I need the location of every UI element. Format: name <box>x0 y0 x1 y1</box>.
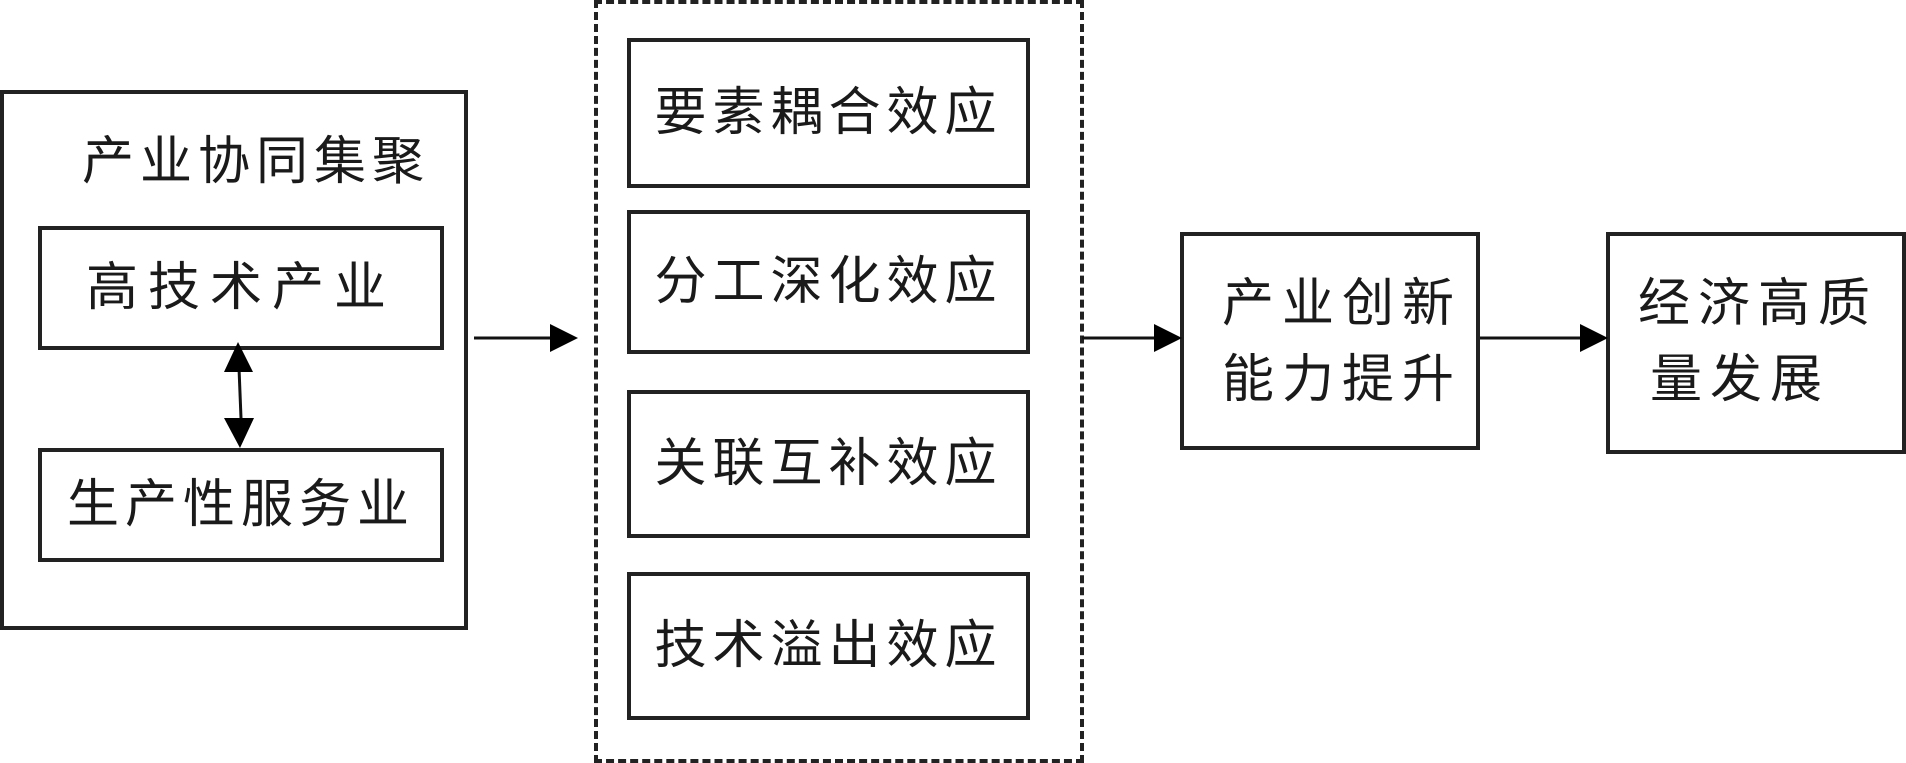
high-tech-industry-label: 高技术产业 <box>85 258 396 318</box>
bidirectional-arrow-line <box>237 367 243 419</box>
innovation-line-2: 能力提升 <box>1222 350 1463 410</box>
outcome-box: 经济高质 量发展 <box>1606 232 1906 454</box>
outcome-label: 经济高质 量发展 <box>1638 266 1878 418</box>
arrowhead-right-icon <box>1154 324 1182 352</box>
effect-label: 分工深化效应 <box>654 252 1003 312</box>
arrowhead-up-icon <box>224 342 253 372</box>
innovation-line-1: 产业创新 <box>1222 274 1463 334</box>
arrowhead-down-icon <box>224 418 254 448</box>
effect-label: 关联互补效应 <box>654 434 1003 494</box>
effect-box-4: 技术溢出效应 <box>627 572 1030 720</box>
outcome-line-2: 量发展 <box>1650 350 1831 410</box>
effects-container <box>594 0 1084 763</box>
effect-box-3: 关联互补效应 <box>627 390 1030 538</box>
outcome-line-1: 经济高质 <box>1638 274 1879 334</box>
arrowhead-right-icon <box>1580 324 1608 352</box>
effect-label: 要素耦合效应 <box>654 83 1003 143</box>
effect-box-2: 分工深化效应 <box>627 210 1030 354</box>
innovation-box: 产业创新 能力提升 <box>1180 232 1480 450</box>
effect-box-1: 要素耦合效应 <box>627 38 1030 188</box>
arrowhead-right-icon <box>550 324 578 352</box>
innovation-label: 产业创新 能力提升 <box>1222 266 1462 418</box>
producer-services-label: 生产性服务业 <box>66 475 415 535</box>
producer-services-box: 生产性服务业 <box>38 448 444 562</box>
cluster-title: 产业协同集聚 <box>82 132 431 192</box>
effect-label: 技术溢出效应 <box>654 616 1003 676</box>
